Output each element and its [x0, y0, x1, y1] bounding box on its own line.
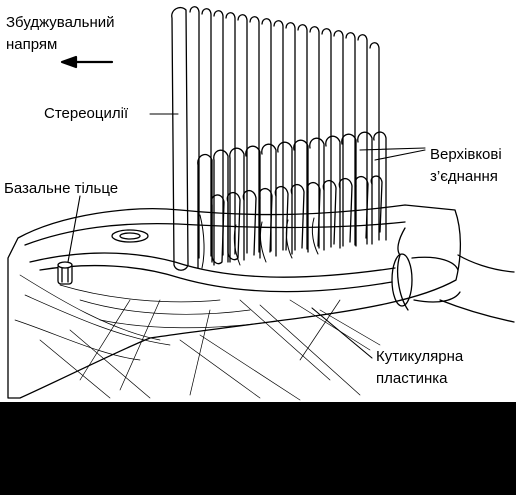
basal-body [57, 261, 73, 285]
stimulus-arrow [60, 55, 114, 69]
tallest-stereocilium [171, 6, 189, 271]
stereocilia-tall-row [189, 6, 380, 259]
label-cuticular-plate-line1: Кутикулярна [376, 348, 464, 365]
label-stimulus-direction-line1: Збуджувальний [6, 14, 115, 31]
apical-front-edge [29, 252, 396, 278]
stereocilia-bases [199, 214, 319, 269]
kinocilium-socket [111, 229, 149, 243]
apical-rim [24, 221, 406, 246]
label-stereocilia: Стереоцилії [44, 105, 129, 122]
label-stimulus-direction-line2: напрям [6, 36, 58, 53]
leader-lines [67, 113, 426, 359]
black-footer-band [0, 402, 516, 495]
label-basal-body: Базальне тільце [4, 180, 119, 197]
hair-cell-drawing [7, 6, 515, 401]
label-tip-links-line2: з’єднання [430, 168, 498, 185]
label-tip-links-line1: Верхівкові [430, 146, 502, 163]
stereocilia-middle-row [197, 131, 387, 269]
stereocilia-short-row [210, 175, 383, 265]
label-cuticular-plate-line2: пластинка [376, 370, 448, 387]
right-cut-face [397, 227, 409, 311]
fibrous-texture [14, 274, 381, 401]
